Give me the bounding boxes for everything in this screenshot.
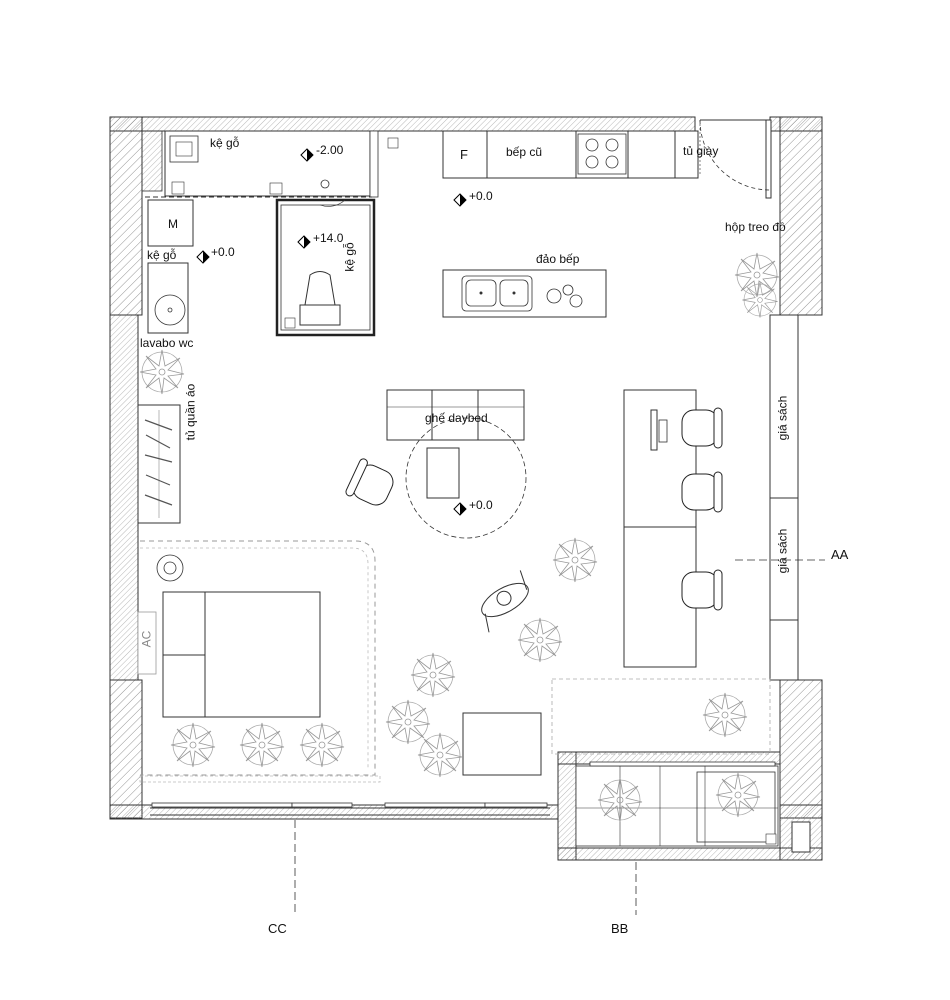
- section-lines: [294, 559, 825, 915]
- label-daybed: ghế daybed: [425, 411, 488, 425]
- label-wc-sink: lavabo wc: [140, 336, 194, 350]
- rug: [551, 678, 771, 755]
- utility-area: [141, 130, 399, 334]
- label-stove: bếp cũ: [506, 145, 543, 159]
- label-section-aa: AA: [831, 547, 849, 562]
- label-level-zero-top: +0.0: [469, 189, 493, 203]
- washer-icon: [147, 199, 194, 247]
- label-level-zero-center: +0.0: [469, 498, 493, 512]
- label-section-bb: BB: [611, 921, 629, 936]
- label-washer: M: [168, 217, 178, 231]
- label-kitchen-island: đảo bếp: [536, 252, 580, 266]
- label-shoe-cabinet: tủ giày: [683, 144, 719, 158]
- person-icon: [481, 570, 529, 633]
- label-level-wc: +14.0: [313, 231, 344, 245]
- sink-icon: [461, 275, 533, 312]
- wc-room: [275, 198, 376, 337]
- bookshelf: [769, 314, 799, 681]
- cooktop-icon: [577, 133, 627, 175]
- wardrobe: [137, 404, 181, 524]
- kitchen-counter: [442, 130, 699, 179]
- label-fridge: F: [460, 147, 468, 162]
- label-shelf-wc: kệ gỗ: [342, 242, 357, 272]
- label-shelf-top: kệ gỗ: [210, 136, 240, 150]
- label-coat-box: hộp treo đồ: [725, 220, 786, 234]
- label-section-cc: CC: [268, 921, 287, 936]
- level-markers: [196, 148, 467, 516]
- kitchen-island: [442, 269, 607, 318]
- daybed: [344, 389, 527, 539]
- label-level-minus2: -2.00: [316, 143, 344, 157]
- bed-icon: [162, 591, 321, 718]
- label-wardrobe: tủ quần áo: [183, 383, 198, 441]
- bed-area: [137, 540, 381, 783]
- desk: [623, 389, 723, 668]
- toilet-icon: [299, 271, 341, 326]
- label-level-zero-left: +0.0: [211, 245, 235, 259]
- label-bookshelf-top: giá sách: [775, 395, 790, 441]
- label-bookshelf-bottom: giá sách: [775, 528, 790, 574]
- ottoman: [462, 712, 542, 776]
- label-aircon: AC: [139, 630, 154, 648]
- label-shelf-left: kệ gỗ: [147, 248, 177, 262]
